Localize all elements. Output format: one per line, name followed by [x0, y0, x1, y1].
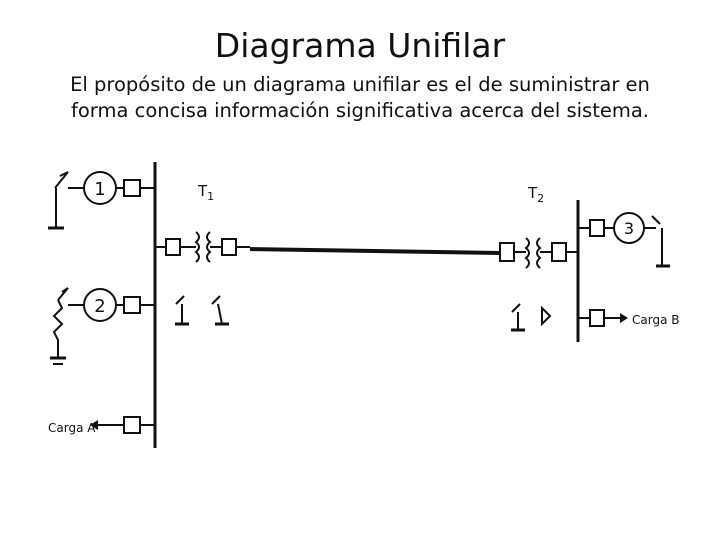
transformer-t1-subscript: 1	[207, 190, 214, 203]
transformer-t1-label: T1	[197, 182, 214, 203]
slide-body-text: El propósito de un diagrama unifilar es …	[70, 73, 650, 122]
t1-primary-breaker	[165, 238, 181, 256]
load-b-breaker	[589, 309, 605, 327]
load-a-label: Carga A	[48, 421, 96, 435]
transformer-t2	[499, 237, 578, 269]
t1-ground-symbols	[175, 295, 229, 326]
load-a-branch	[90, 416, 155, 434]
transformer-t2-label: T2	[527, 184, 544, 205]
t2-ground-symbols	[511, 303, 552, 332]
transmission-line	[249, 247, 501, 255]
generator-2-branch	[50, 287, 155, 365]
generator-3-label: 3	[624, 219, 634, 238]
load-b-branch	[578, 309, 628, 327]
generator-3-breaker	[589, 219, 605, 237]
t2-secondary-breaker	[551, 242, 567, 262]
t1-secondary-breaker	[221, 238, 237, 256]
generator-1-label: 1	[94, 179, 105, 200]
load-b-label: Carga B	[632, 313, 679, 327]
generator-3-branch	[578, 212, 670, 268]
transformer-t2-letter: T	[527, 184, 538, 202]
transformer-t2-subscript: 2	[537, 192, 544, 205]
generator-2-breaker	[123, 296, 141, 314]
generator-1-branch	[48, 171, 155, 230]
slide-title: Diagrama Unifilar	[214, 26, 506, 65]
generator-1-breaker	[123, 179, 141, 197]
transformer-t1-letter: T	[197, 182, 208, 200]
load-a-breaker	[123, 416, 141, 434]
generator-2-label: 2	[94, 296, 105, 317]
transformer-t1	[155, 231, 250, 263]
t2-primary-breaker	[499, 242, 515, 262]
